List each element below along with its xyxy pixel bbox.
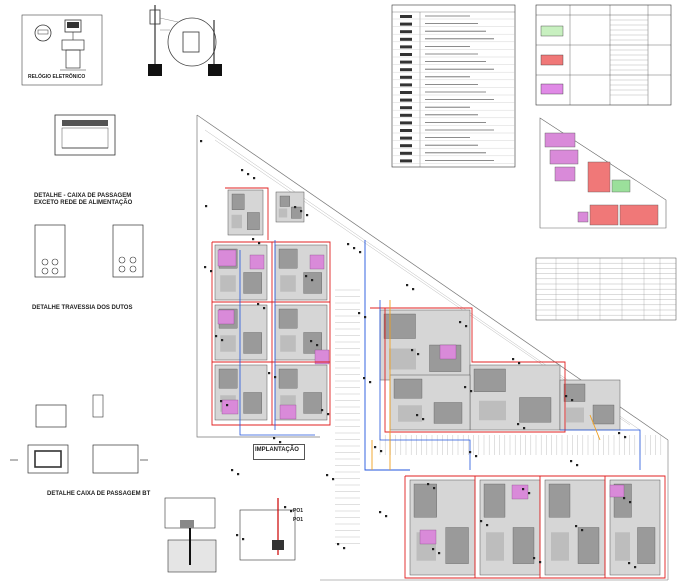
implantation-label-box	[253, 444, 305, 460]
meter-title: RELÓGIO ELETRÔNICO	[28, 74, 86, 80]
pole-label-2: PO1	[293, 517, 304, 523]
pass-box-title: DETALHE - CAIXA DE PASSAGEM	[34, 193, 132, 199]
duct-title: DETALHE TRAVESSIA DOS DUTOS	[32, 305, 133, 311]
pass-box-bt-title: DETALHE CAIXA DE PASSAGEM BT	[47, 491, 151, 497]
pass-box-subtitle: EXCETO REDE DE ALIMENTAÇÃO	[34, 200, 133, 206]
implantation-title: IMPLANTAÇÃO	[255, 447, 299, 453]
pole-label-1: PO1	[293, 508, 304, 514]
